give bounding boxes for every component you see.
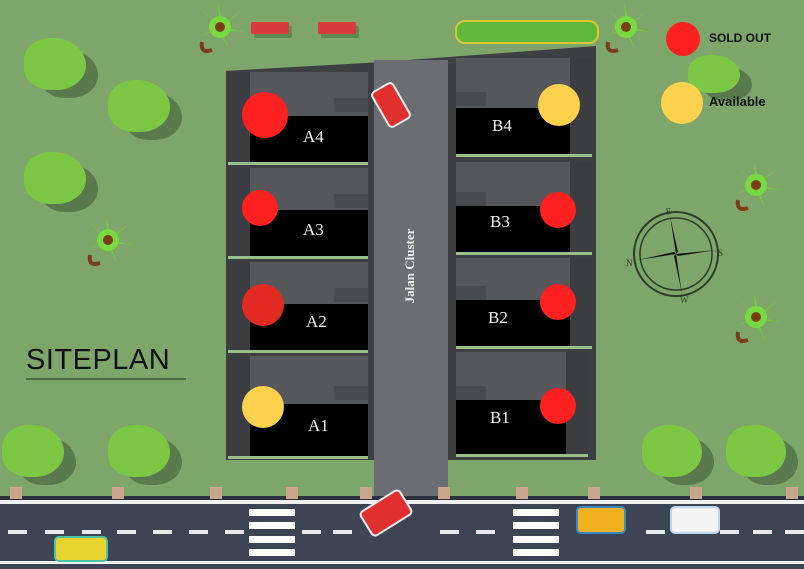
status-dot-available	[242, 386, 284, 428]
lot-A4[interactable]: A4	[228, 72, 368, 165]
page-title: SITEPLAN	[26, 344, 171, 376]
lot-label: B1	[490, 408, 510, 427]
lot-A3[interactable]: A3	[228, 168, 368, 259]
status-dot-available	[538, 84, 580, 126]
status-dot-sold-out	[540, 284, 576, 320]
compass-icon: E S W N	[626, 206, 723, 304]
lane-dash	[753, 530, 772, 534]
crosswalk-stripe	[513, 522, 559, 529]
fence-post	[588, 487, 600, 499]
lane-dash	[8, 530, 27, 534]
lot-label: A1	[308, 416, 329, 435]
crosswalk-stripe	[249, 536, 295, 543]
status-dot-sold-out	[540, 192, 576, 228]
legend: SOLD OUT Available	[661, 20, 804, 130]
crosswalk-stripe	[513, 536, 559, 543]
status-dot-sold-out	[540, 388, 576, 424]
lot-label: A4	[303, 127, 324, 146]
crosswalk-stripe	[249, 549, 295, 556]
lane-dash	[302, 530, 321, 534]
lot-A1[interactable]: A1	[228, 356, 368, 459]
crosswalk-stripe	[249, 509, 295, 516]
lot-label: A3	[303, 220, 324, 239]
svg-text:E: E	[665, 206, 673, 217]
hedge-planter	[455, 20, 599, 44]
fence-post	[360, 487, 372, 499]
bench-icon	[318, 22, 356, 34]
fence-post	[690, 487, 702, 499]
bush	[108, 80, 170, 132]
palm-tree-icon	[86, 217, 133, 266]
lane-dash	[476, 530, 495, 534]
status-dot-sold-out	[242, 92, 288, 138]
fence-post	[286, 487, 298, 499]
lane-dash	[440, 530, 459, 534]
svg-text:S: S	[718, 248, 723, 258]
legend-available-icon	[661, 82, 703, 124]
lot-label: B4	[492, 116, 512, 135]
bush	[642, 425, 702, 477]
status-dot-sold-out	[242, 284, 284, 326]
road-edge-bottom	[0, 561, 804, 564]
bush	[726, 425, 786, 477]
car-green-yellow	[54, 536, 108, 562]
legend-sold-out-label: SOLD OUT	[709, 31, 771, 45]
car-taxi	[576, 506, 626, 534]
bench-icon	[251, 22, 289, 34]
title-underline	[26, 378, 186, 380]
palm-tree-icon	[734, 162, 781, 211]
lane-dash	[45, 530, 64, 534]
status-dot-sold-out	[242, 190, 278, 226]
lane-dash	[225, 530, 244, 534]
svg-text:N: N	[626, 258, 633, 268]
lot-B2[interactable]: B2	[456, 258, 592, 349]
lane-dash	[153, 530, 172, 534]
fence-post	[210, 487, 222, 499]
lot-label: A2	[306, 312, 327, 331]
lane-dash	[82, 530, 101, 534]
palm-tree-icon	[604, 4, 651, 53]
legend-available-label: Available	[709, 94, 766, 109]
lane-dash	[646, 530, 665, 534]
road-label: Jalan Cluster	[402, 228, 417, 304]
bush	[2, 425, 64, 477]
palm-tree-icon	[198, 4, 245, 53]
car-white	[670, 506, 720, 534]
crosswalk-stripe	[513, 509, 559, 516]
lane-dash	[333, 530, 352, 534]
lane-dash	[720, 530, 739, 534]
crosswalk-stripe	[513, 549, 559, 556]
lane-dash	[189, 530, 208, 534]
cluster-road	[374, 60, 448, 500]
fence-post	[112, 487, 124, 499]
lot-B1[interactable]: B1	[456, 352, 588, 457]
bush	[688, 55, 740, 93]
lot-B4[interactable]: B4	[456, 58, 592, 157]
bush	[24, 152, 86, 204]
lane-dash	[117, 530, 136, 534]
palm-tree-icon	[734, 294, 781, 343]
lot-A2[interactable]: A2	[228, 262, 368, 353]
lot-B3[interactable]: B3	[456, 162, 592, 255]
legend-sold-out-icon	[666, 22, 700, 56]
bush	[24, 38, 86, 90]
lane-dash	[785, 530, 804, 534]
fence-post	[516, 487, 528, 499]
lot-label: B2	[488, 308, 508, 327]
fence-post	[786, 487, 798, 499]
bush	[108, 425, 170, 477]
lot-label: B3	[490, 212, 510, 231]
svg-text:W: W	[680, 295, 689, 304]
fence-post	[10, 487, 22, 499]
crosswalk-stripe	[249, 522, 295, 529]
fence-post	[438, 487, 450, 499]
